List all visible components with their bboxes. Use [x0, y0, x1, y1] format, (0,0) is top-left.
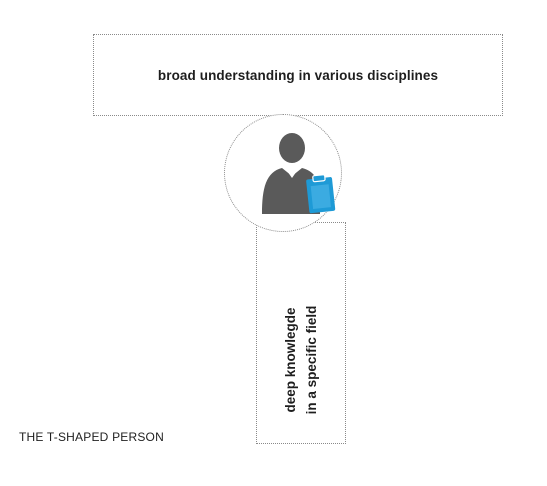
diagram-caption: THE T-SHAPED PERSON	[19, 430, 164, 444]
deep-knowledge-line-1: deep knowlegde	[283, 307, 298, 413]
broad-understanding-label: broad understanding in various disciplin…	[157, 67, 439, 83]
broad-understanding-box: broad understanding in various disciplin…	[93, 34, 503, 116]
person-clipboard-icon	[262, 133, 336, 214]
deep-knowledge-line-2: in a specific field	[304, 305, 319, 415]
deep-knowledge-box	[256, 222, 346, 444]
person-head	[279, 133, 305, 163]
person-body	[262, 168, 320, 214]
clipboard-icon	[306, 174, 336, 214]
deep-knowledge-label: deep knowlegde in a specific field	[280, 270, 322, 450]
